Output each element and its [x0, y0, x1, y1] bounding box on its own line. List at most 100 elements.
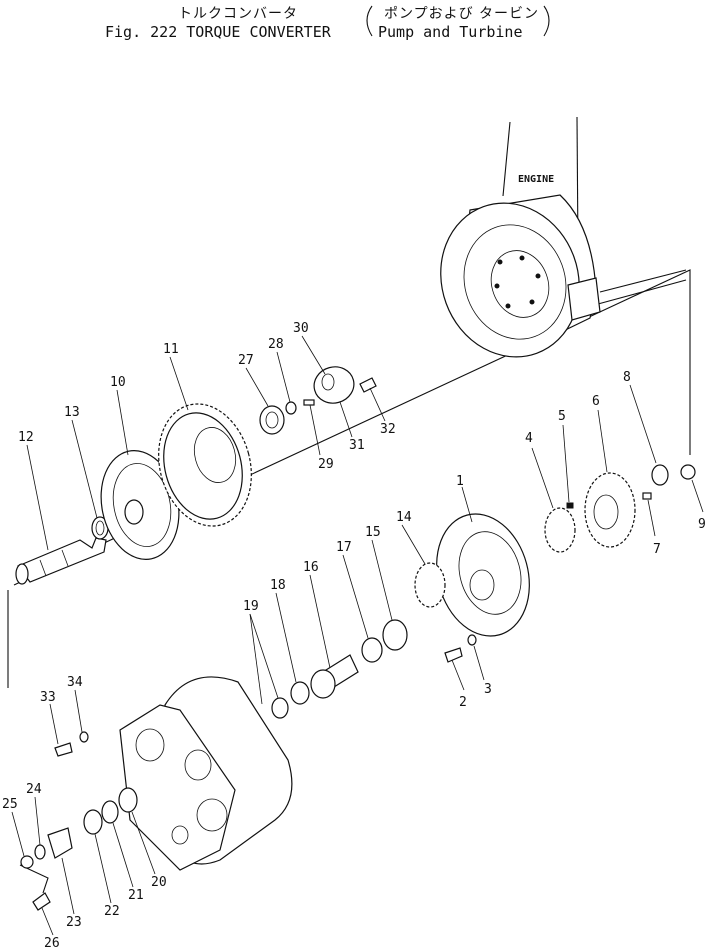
shaft-step	[61, 549, 69, 567]
leader-31	[339, 401, 353, 438]
housing-bore	[135, 728, 165, 762]
flywheel-bolt	[505, 303, 511, 309]
shaft-step	[39, 559, 47, 577]
callout-17: 17	[336, 540, 352, 555]
callout-8: 8	[623, 370, 631, 385]
part-6-hub	[593, 494, 619, 530]
callout-7: 7	[653, 542, 661, 557]
flywheel-bolt	[519, 255, 525, 261]
figure-subtitle: Pump and Turbine	[378, 23, 523, 41]
part-5-bolt	[566, 502, 574, 509]
engine-mount-block	[567, 277, 601, 321]
leader-16	[309, 574, 331, 669]
leader-9	[691, 479, 704, 513]
callout-24: 24	[26, 782, 42, 797]
part-19-ring	[271, 697, 289, 719]
pump-hub	[469, 569, 495, 601]
part-14-gear	[414, 562, 446, 608]
leader-17	[342, 554, 369, 639]
part-34-washer	[79, 731, 89, 743]
part-6-gear	[584, 472, 636, 548]
part-18-bushing	[290, 681, 310, 705]
flywheel-bolt	[535, 273, 541, 279]
bottom-bracket-line	[19, 864, 49, 894]
leader-18	[275, 592, 297, 683]
part-7-pin	[642, 492, 652, 500]
housing-bore	[171, 825, 189, 845]
engine-shaft-line-1	[599, 269, 687, 293]
callout-29: 29	[318, 457, 334, 472]
part-23-flange	[47, 827, 73, 859]
leader-34	[74, 689, 83, 733]
leader-10	[116, 389, 129, 456]
leader-lines	[11, 335, 704, 936]
callout-30: 30	[293, 321, 309, 336]
housing-bore	[184, 749, 212, 781]
part-11-pump-cover	[158, 403, 252, 527]
turbine-vanes	[112, 463, 172, 547]
assembly-guide-lines	[7, 269, 691, 894]
part-17-ring	[361, 637, 383, 663]
callout-27: 27	[238, 353, 254, 368]
part-4-ring	[544, 507, 576, 553]
leader-26	[41, 907, 54, 936]
title-jp: トルクコンバータ	[178, 6, 298, 22]
callout-28: 28	[268, 337, 284, 352]
subtitle-jp: ポンプおよび タービン	[384, 6, 539, 22]
leader-2	[451, 659, 465, 691]
callout-6: 6	[592, 394, 600, 409]
leader-27	[245, 367, 269, 407]
pump-cover-body	[163, 412, 243, 520]
leader-20	[131, 811, 156, 875]
leader-1	[461, 486, 473, 523]
pump-ring	[458, 531, 522, 615]
leader-14	[401, 524, 426, 565]
engine-label: ENGINE	[518, 174, 554, 185]
part-2-bolt	[444, 647, 463, 663]
leader-33	[49, 703, 59, 745]
callout-13: 13	[64, 405, 80, 420]
leader-32	[369, 387, 386, 422]
leader-13	[71, 419, 98, 519]
part-15-ring	[382, 619, 408, 651]
callout-15: 15	[365, 525, 381, 540]
callout-2: 2	[459, 695, 467, 710]
leader-5	[562, 424, 570, 503]
part-26-bolt	[32, 892, 51, 911]
leader-29	[309, 404, 321, 456]
engine-shaft-line-2	[597, 279, 687, 305]
part-33-bolt	[54, 742, 73, 757]
turbine-shaft	[17, 537, 107, 583]
part-21-snap-ring	[101, 800, 119, 824]
leader-8	[629, 384, 657, 464]
part-28-washer	[285, 401, 297, 415]
callout-4: 4	[525, 431, 533, 446]
leader-24	[34, 796, 41, 846]
paren-left	[366, 5, 373, 37]
paren-right	[543, 5, 550, 37]
part-30-seal	[321, 373, 335, 391]
callout-23: 23	[66, 915, 82, 930]
part-13-inner	[95, 520, 105, 536]
pump-cover-hub	[193, 427, 237, 483]
callout-32: 32	[380, 422, 396, 437]
leader-12	[26, 444, 49, 551]
part-12-shaft	[15, 537, 107, 585]
leader-28	[276, 351, 291, 403]
callout-26: 26	[44, 936, 60, 949]
callout-33: 33	[40, 690, 56, 705]
flywheel-bolt	[497, 259, 503, 265]
part-32-bolt	[359, 377, 377, 393]
callout-19: 19	[243, 599, 259, 614]
callout-34: 34	[67, 675, 83, 690]
shaft-spline-end	[15, 563, 29, 585]
callout-16: 16	[303, 560, 319, 575]
part-8-washer	[651, 464, 669, 486]
engine-line-left	[502, 121, 511, 197]
callout-20: 20	[151, 875, 167, 890]
callout-5: 5	[558, 409, 566, 424]
converter-housing	[119, 676, 293, 871]
flywheel-inner-ring	[463, 224, 567, 340]
leader-19a	[249, 613, 279, 699]
